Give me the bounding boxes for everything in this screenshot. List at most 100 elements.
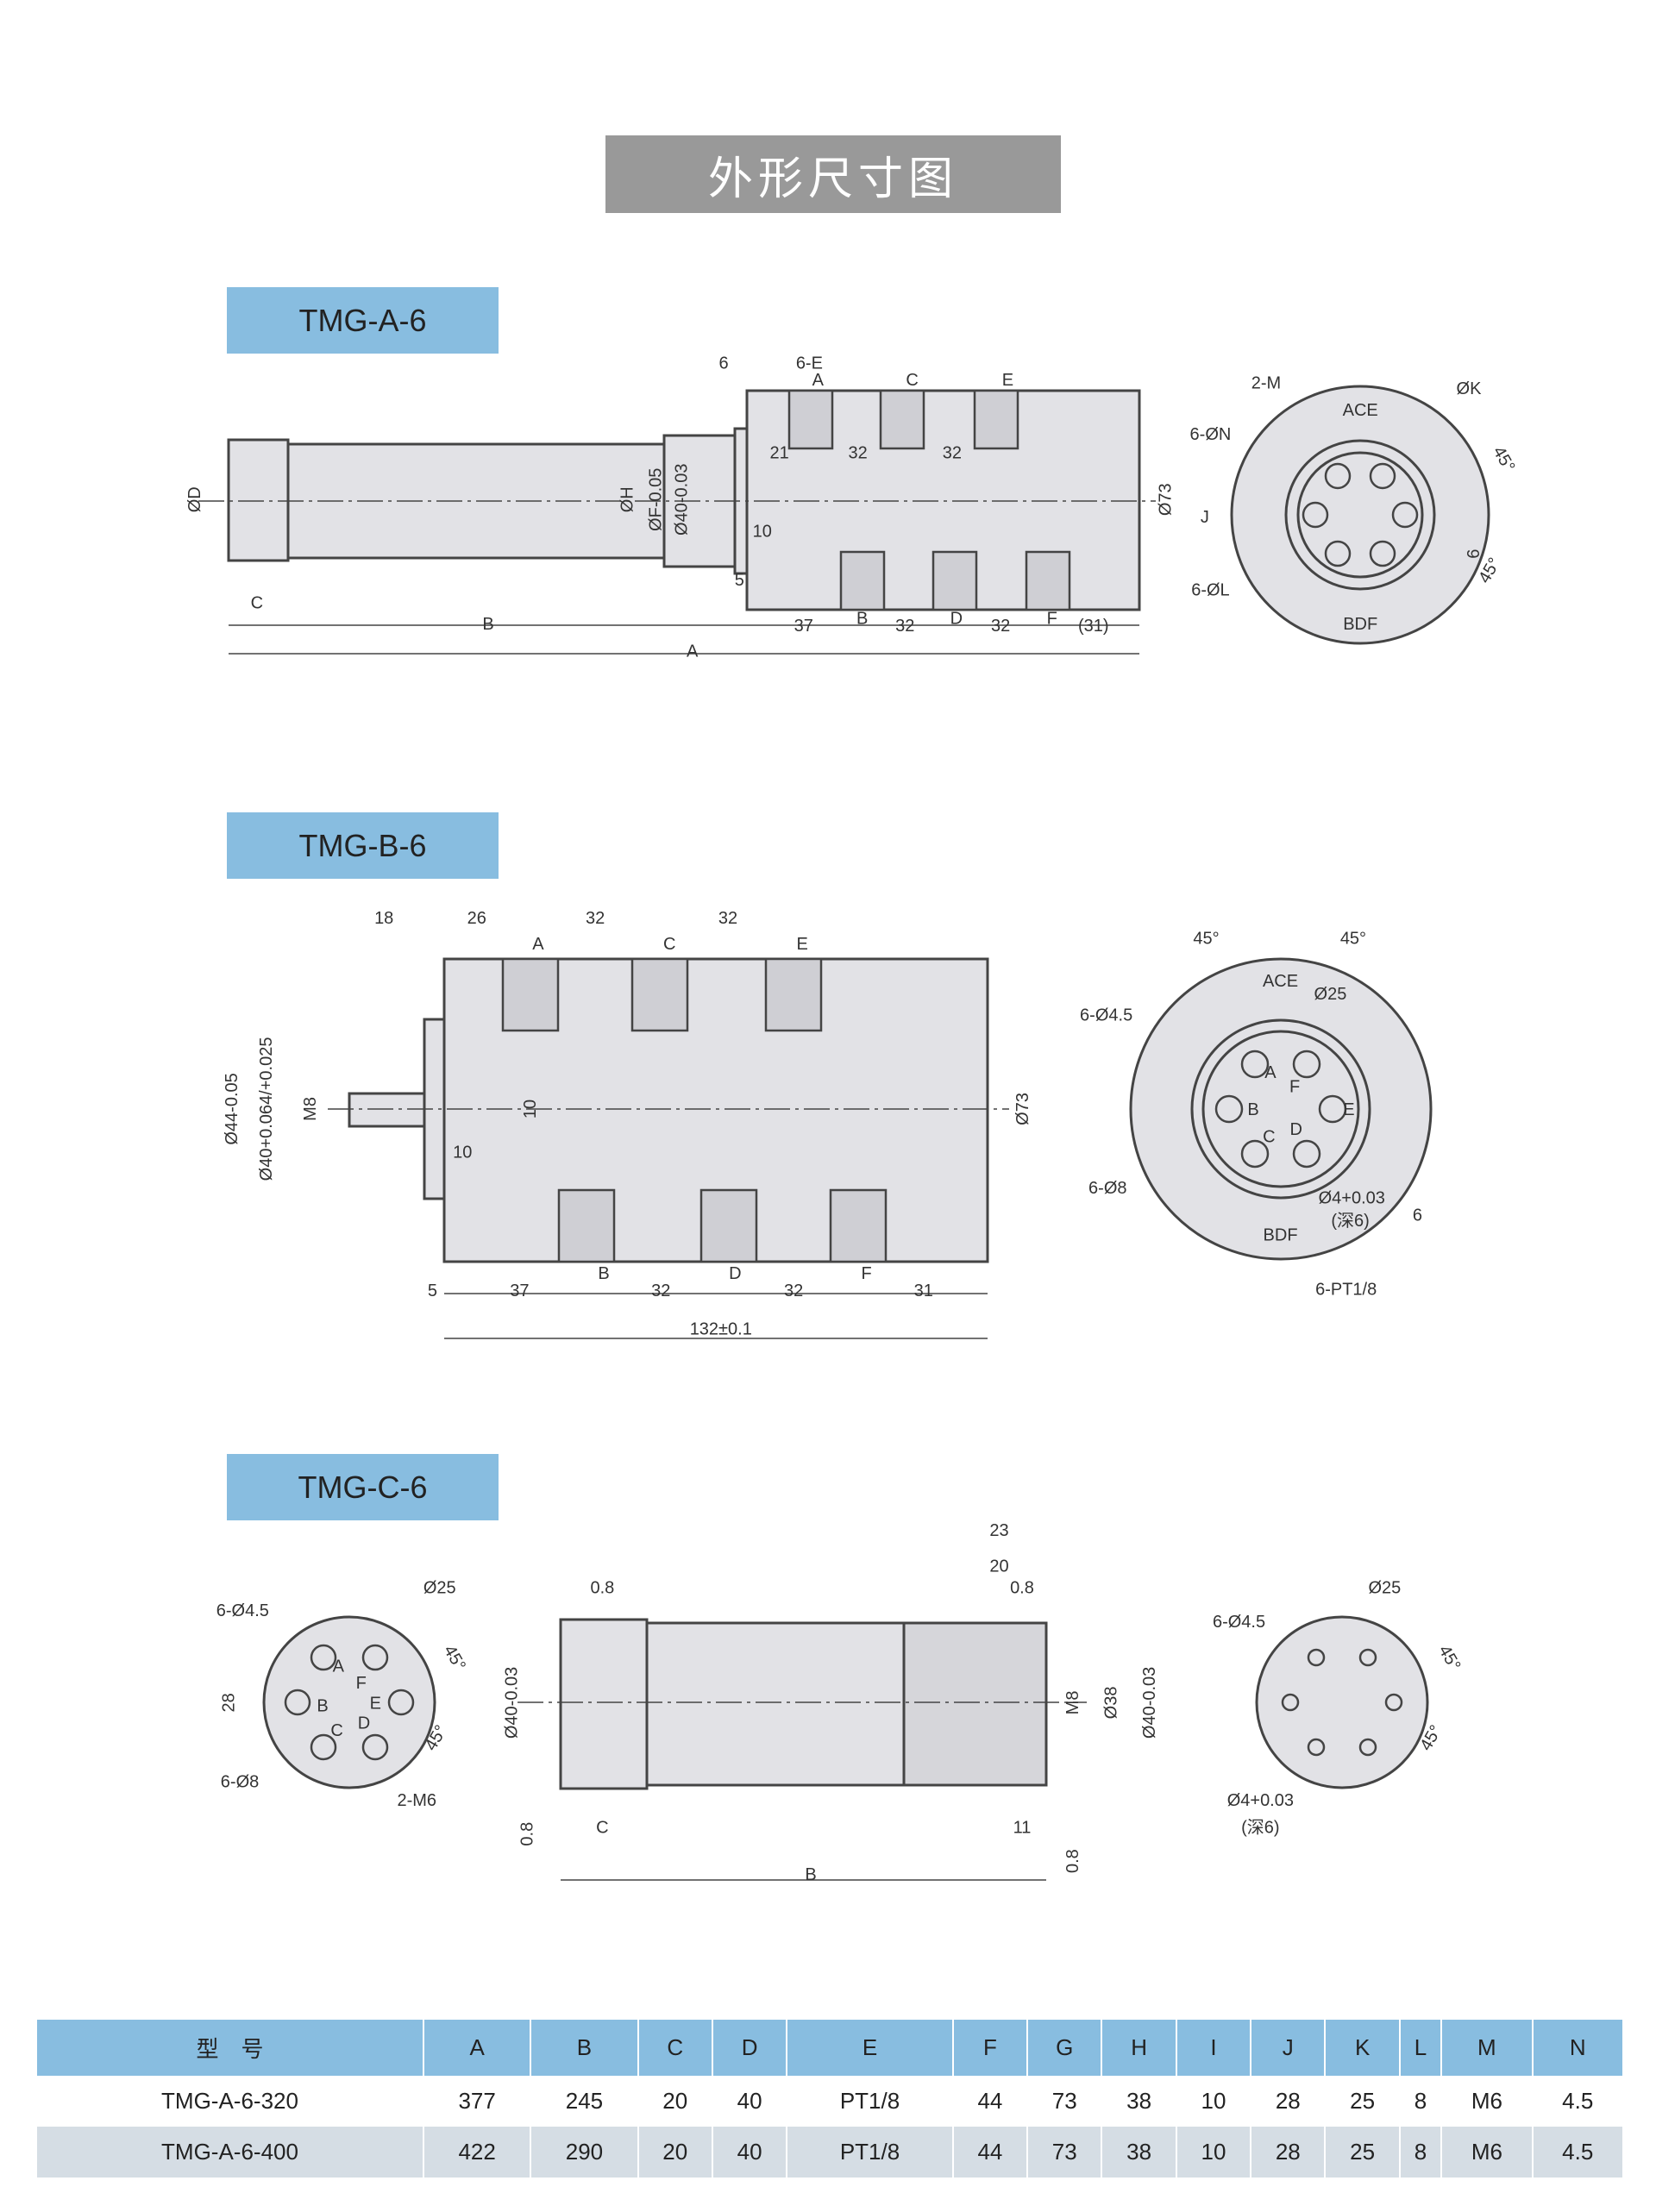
table-header-cell: E <box>787 2020 954 2076</box>
table-header-cell: L <box>1399 2020 1443 2076</box>
drawing-a-dimension-label: 6-ØN <box>1190 425 1232 444</box>
value-cell: 422 <box>423 2127 532 2178</box>
table-header-cell: B <box>530 2020 639 2076</box>
drawing-b-dimension-label: 18 <box>374 909 393 928</box>
table-header-cell: F <box>952 2020 1029 2076</box>
drawing-a-dimension-label: 45° <box>1489 443 1518 475</box>
port-hole-icon <box>1358 1738 1377 1757</box>
value-cell: 40 <box>712 2076 788 2127</box>
value-cell: 4.5 <box>1532 2127 1624 2178</box>
drawing-b-dimension-label: 32 <box>718 909 737 928</box>
value-cell: 73 <box>1027 2076 1103 2127</box>
model-label-c: TMG-C-6 <box>227 1454 499 1520</box>
drawing-a-dimension-label: 5 <box>735 571 744 590</box>
drawing-c-dimension-label: B <box>317 1697 328 1716</box>
port-hole-icon <box>284 1689 311 1716</box>
drawing-c-dimension-label: 6-Ø4.5 <box>216 1601 269 1620</box>
port-hole-icon <box>1240 1139 1270 1169</box>
drawing-b-dimension-label: E <box>796 935 807 954</box>
drawing-c-dimension-label: 0.8 <box>518 1822 537 1846</box>
port-hole-icon <box>1358 1648 1377 1667</box>
drawing-b-dimension-label: D <box>1290 1120 1302 1139</box>
table-header-cell: 型 号 <box>37 2020 424 2076</box>
drawing-c-dimension-label: C <box>596 1818 608 1837</box>
value-cell: 10 <box>1176 2127 1252 2178</box>
drawing-a-dimension-label: 37 <box>794 617 813 636</box>
threaded-port-icon <box>932 550 978 611</box>
threaded-port-icon <box>879 389 925 450</box>
value-cell: PT1/8 <box>787 2076 954 2127</box>
drawing-c-dimension-label: 6-Ø8 <box>221 1772 259 1791</box>
drawing-c-dimension-label: 45° <box>1434 1642 1464 1674</box>
drawing-a-dimension-label: C <box>906 371 918 390</box>
drawing-a-dimension-label: J <box>1201 508 1209 527</box>
drawing-a-dimension-label: 6-ØL <box>1191 580 1229 599</box>
table-header-cell: N <box>1532 2020 1624 2076</box>
threaded-port-icon <box>764 957 823 1032</box>
value-cell: 28 <box>1251 2076 1327 2127</box>
drawing-a-dimension-label: ØD <box>185 486 204 512</box>
drawing-a-dimension-label: 6-E <box>796 354 823 373</box>
drawing-a-end-view <box>1230 385 1490 645</box>
model-cell: TMG-A-6-400 <box>37 2127 424 2178</box>
drawing-a-dimension-label: F <box>1047 610 1057 629</box>
value-cell: 290 <box>530 2127 639 2178</box>
drawing-b-dimension-label: F <box>861 1264 871 1283</box>
drawing-c-dimension-label: 0.8 <box>1010 1578 1034 1597</box>
drawing-b-dimension-label: Ø40+0.064/+0.025 <box>257 1037 276 1181</box>
drawing-b-dimension-label: 6 <box>1413 1206 1422 1225</box>
drawing-b-dimension-label: A <box>1264 1063 1276 1082</box>
drawing-c-dimension-label: 11 <box>1013 1818 1032 1837</box>
drawing-c-dimension-label: Ø40-0.03 <box>502 1667 521 1739</box>
drawing-c-dimension-label: 20 <box>989 1557 1008 1576</box>
drawing-c-dimension-label: 0.8 <box>591 1578 615 1597</box>
value-cell: M6 <box>1441 2127 1534 2178</box>
drawing-b-dimension-label: 5 <box>428 1281 437 1300</box>
drawing-c-dimension-label: 0.8 <box>1063 1849 1082 1873</box>
value-cell: 377 <box>423 2076 532 2127</box>
drawing-a-dimension-label: 6 <box>719 354 729 373</box>
value-cell: M6 <box>1441 2076 1534 2127</box>
value-cell: 38 <box>1101 2127 1177 2178</box>
drawing-b-dimension-label: (深6) <box>1331 1211 1369 1231</box>
drawing-c-dimension-label: E <box>370 1694 381 1713</box>
page-title: 外形尺寸图 <box>605 135 1061 213</box>
threaded-port-icon <box>787 389 834 450</box>
drawing-b-dimension-label: 45° <box>1340 929 1366 948</box>
drawing-a-dimension-label: ACE <box>1343 401 1378 420</box>
drawing-c-side-view <box>518 1618 1087 1881</box>
model-label-a: TMG-A-6 <box>227 287 499 354</box>
drawing-c-dimension-label: B <box>805 1865 816 1884</box>
drawing-a-dimension-label: ØK <box>1457 379 1483 398</box>
drawing-b-dimension-label: 32 <box>651 1281 670 1300</box>
drawing-a-dimension-label: 32 <box>943 444 962 463</box>
value-cell: 44 <box>952 2076 1029 2127</box>
port-hole-icon <box>1281 1693 1300 1712</box>
drawing-a-dimension-label: ØF-0.05 <box>647 468 666 531</box>
drawing-a-dimension-label: (31) <box>1078 617 1109 636</box>
drawing-b-dimension-label: 32 <box>784 1281 803 1300</box>
drawing-c-dimension-label: M8 <box>1063 1691 1082 1715</box>
value-cell: 20 <box>637 2076 713 2127</box>
drawing-b-dimension-label: A <box>532 935 544 954</box>
drawing-b-dimension-label: B <box>1247 1100 1258 1119</box>
threaded-port-icon <box>973 389 1019 450</box>
threaded-port-icon <box>699 1188 758 1263</box>
drawing-c-left-view <box>262 1615 436 1789</box>
port-hole-icon <box>1240 1050 1270 1079</box>
port-hole-icon <box>361 1733 389 1761</box>
drawing-a-dimension-label: A <box>812 371 825 390</box>
drawing-c-dimension-label: F <box>356 1674 367 1693</box>
drawing-b-dimension-label: 10 <box>453 1144 472 1162</box>
port-hole-icon <box>361 1644 389 1671</box>
drawing-a-dimension-label: Ø73 <box>1156 483 1175 516</box>
table-header-cell: M <box>1441 2020 1534 2076</box>
drawing-a-dimension-label: E <box>1002 371 1013 390</box>
drawing-a-dimension-label: 10 <box>753 523 772 542</box>
table-header-cell: K <box>1325 2020 1401 2076</box>
table-header-cell: C <box>637 2020 713 2076</box>
port-hole-icon <box>310 1733 337 1761</box>
